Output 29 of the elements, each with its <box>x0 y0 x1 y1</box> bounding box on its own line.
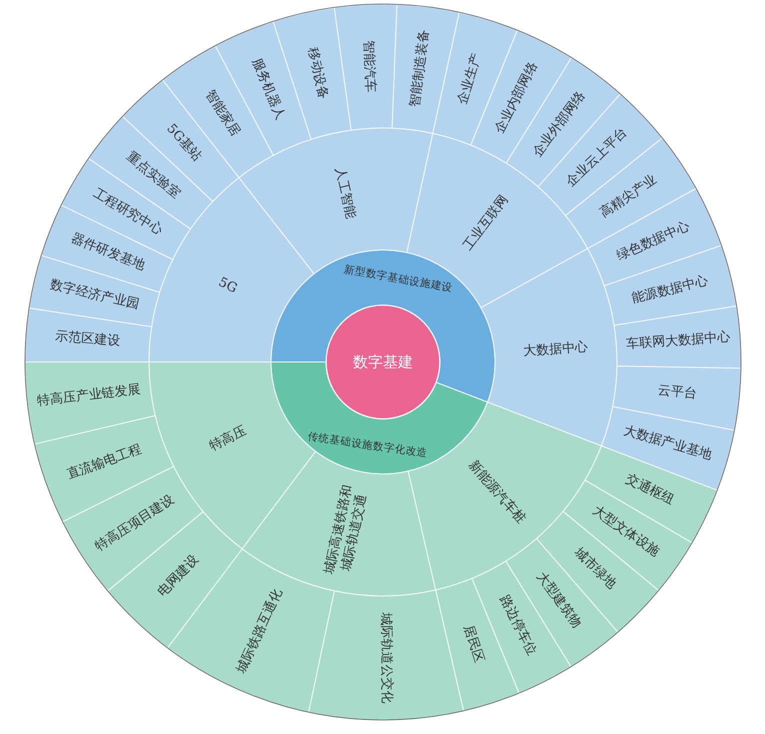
segment-label: 工业互联网 <box>460 192 512 254</box>
segment-label: 云平台 <box>657 383 698 403</box>
segment-label: 数字经济产业园 <box>48 278 141 314</box>
segment-label: 新型数字基础设施建设 <box>343 263 454 295</box>
segment-label: 车联网大数据中心 <box>626 330 731 353</box>
segment-label: 人工智能 <box>331 166 358 220</box>
segment-label: 智能制造装备 <box>408 28 434 108</box>
segment-label: 城际高速铁路和城际轨道交通 <box>321 482 371 578</box>
segment-label: 大数据中心 <box>522 340 589 360</box>
segment-label: 特高压产业链发展 <box>36 382 142 410</box>
segment-label: 器件研发基地 <box>68 231 148 274</box>
segment-label: 大数据产业基地 <box>622 424 714 464</box>
segment-label: 能源数据中心 <box>630 273 710 308</box>
segment-label: 服务机器人 <box>248 56 288 122</box>
segment-label: 传统基础设施数字化改造 <box>306 430 428 460</box>
segment-label: 新能源汽车桩 <box>465 458 528 528</box>
segment-label: 城际轨道公交化 <box>377 612 394 704</box>
segment-label: 企业内部网络 <box>492 60 542 136</box>
center-label: 数字基建 <box>353 353 413 371</box>
segment-label: 企业生产 <box>455 52 486 106</box>
segment-label: 特高压 <box>207 424 250 455</box>
segment-label: 居民区 <box>459 623 486 665</box>
segment-label: 直流输电工程 <box>65 442 144 484</box>
segment-label: 5G <box>216 275 240 298</box>
segment-label: 城际铁路互通化 <box>234 586 286 676</box>
segment-label: 交通枢纽 <box>622 472 677 508</box>
segment-label: 示范区建设 <box>54 329 121 350</box>
segment-label: 移动设备 <box>304 46 331 100</box>
segment-label: 智能汽车 <box>360 40 378 93</box>
